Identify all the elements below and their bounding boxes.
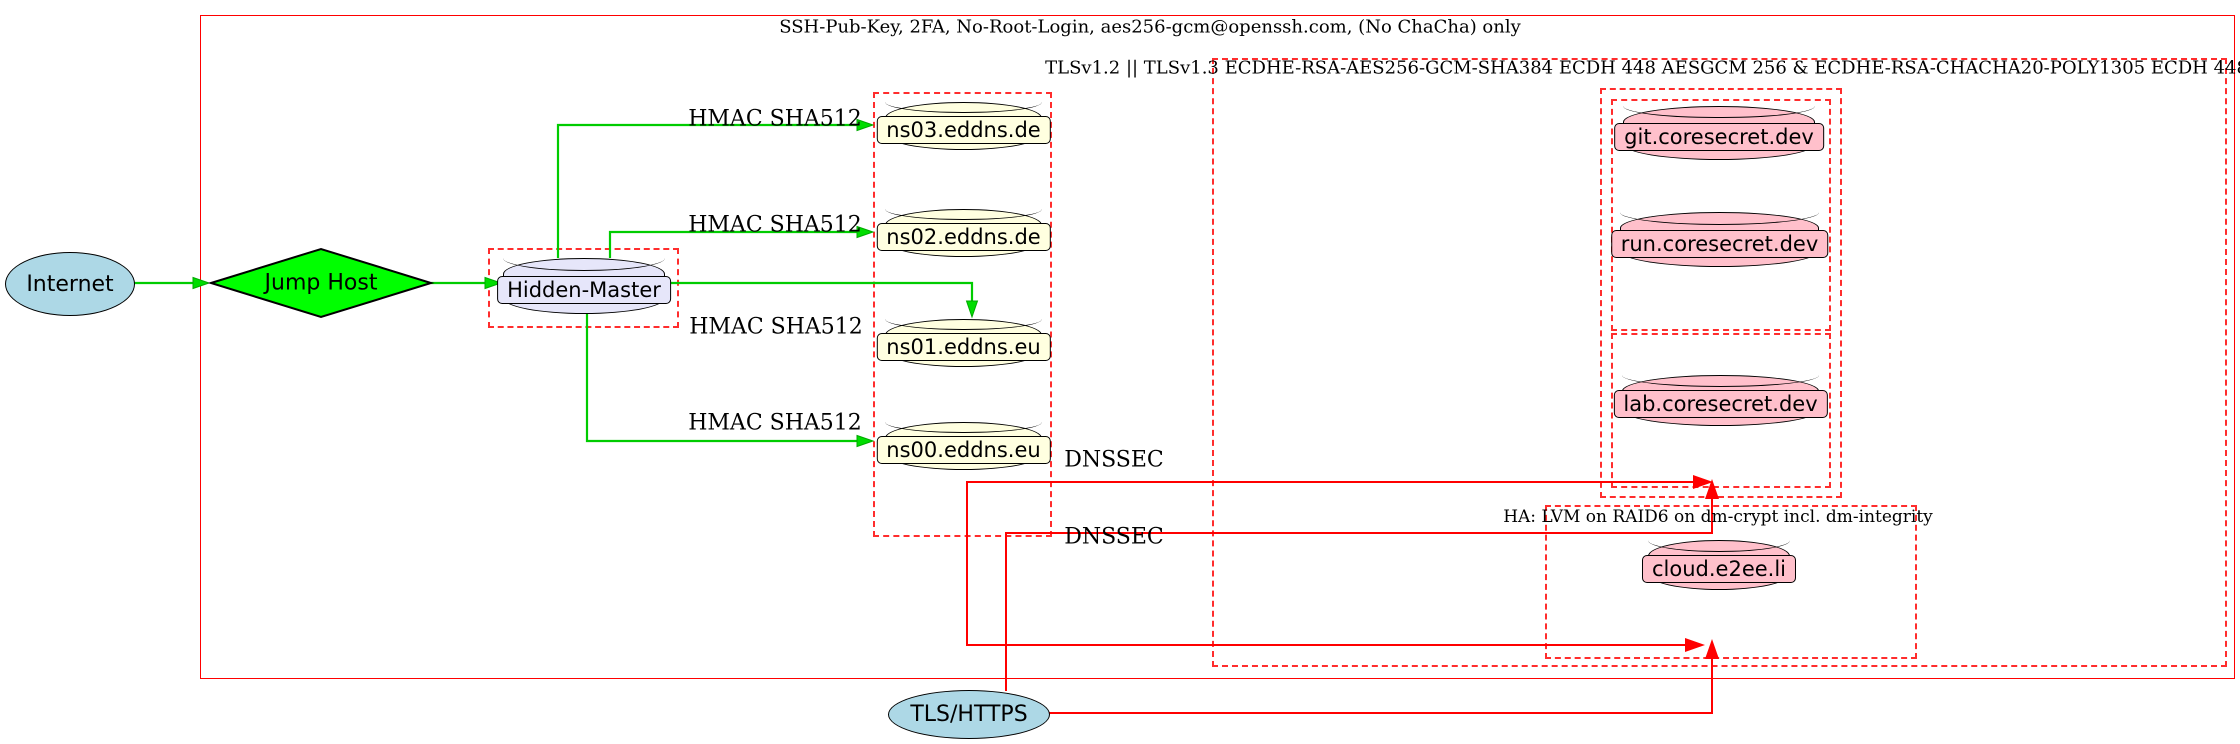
edge-hiddenmaster-ns03 [556, 123, 857, 258]
tls-https-label: TLS/HTTPS [910, 702, 1028, 727]
ns01-node: ns01.eddns.eu [876, 319, 1051, 367]
cloud-label: cloud.e2ee.li [1641, 554, 1797, 583]
hmac-label-ns03: HMAC SHA512 [688, 106, 862, 132]
run-node: run.coresecret.dev [1610, 212, 1829, 267]
dnssec-label-ha: DNSSEC [1064, 524, 1164, 550]
edge-hiddenmaster-ns01 [663, 281, 974, 301]
tls-cluster-label: TLSv1.2 || TLSv1.3 ECDHE-RSA-AES256-GCM-… [1045, 57, 2240, 79]
ha-cluster-label: HA: LVM on RAID6 on dm-crypt incl. dm-in… [1503, 507, 1933, 527]
ssh-cluster-label: SSH-Pub-Key, 2FA, No-Root-Login, aes256-… [779, 16, 1521, 38]
lab-node: lab.coresecret.dev [1613, 375, 1828, 426]
hmac-label-ns02: HMAC SHA512 [688, 212, 862, 238]
arrowhead-internet-jumphost [192, 276, 211, 290]
ns03-label: ns03.eddns.de [876, 115, 1051, 144]
arrowhead-dnssec-coresecret [1693, 475, 1713, 489]
git-node: git.coresecret.dev [1614, 106, 1824, 160]
edge-tls-coresecret [1005, 499, 1713, 691]
ns01-label: ns01.eddns.eu [876, 332, 1051, 361]
hidden-master-node: Hidden-Master [497, 258, 671, 314]
arrowhead-ns00 [856, 434, 875, 448]
arrowhead-dnssec-ha [1685, 638, 1705, 652]
ssh-cluster-box [200, 15, 2235, 679]
edge-hiddenmaster-ns00 [585, 312, 857, 443]
edge-hiddenmaster-ns02 [608, 230, 857, 258]
lab-label: lab.coresecret.dev [1613, 390, 1828, 419]
eddns-cluster-box [873, 92, 1052, 537]
arrowhead-ns03 [856, 118, 875, 132]
coresecret-lab-box [1611, 333, 1831, 488]
jump-host-label: Jump Host [264, 270, 378, 296]
ns00-node: ns00.eddns.eu [876, 422, 1051, 470]
tls-cluster-box [1212, 58, 2227, 667]
arrowhead-tls-ha [1705, 639, 1719, 659]
ns02-label: ns02.eddns.de [876, 222, 1051, 251]
hmac-label-ns01: HMAC SHA512 [689, 314, 863, 340]
coresecret-gitrun-box [1611, 99, 1831, 331]
internet-label: Internet [26, 271, 114, 297]
arrowhead-tls-coresecret [1705, 479, 1719, 499]
edge-tls-ha [1048, 659, 1713, 714]
cloud-node: cloud.e2ee.li [1641, 540, 1797, 590]
edge-dnssec-coresecret [966, 481, 1693, 533]
arrowhead-jumphost-hiddenmaster [484, 276, 503, 290]
run-label: run.coresecret.dev [1610, 229, 1829, 258]
hidden-master-box [488, 248, 679, 328]
tls-https-node: TLS/HTTPS [888, 690, 1050, 739]
ns03-node: ns03.eddns.de [876, 102, 1051, 150]
internet-node: Internet [5, 252, 135, 316]
dnssec-label-coresecret: DNSSEC [1064, 447, 1164, 473]
hmac-label-ns00: HMAC SHA512 [688, 410, 862, 436]
coresecret-outer-box [1600, 88, 1842, 498]
jump-host-diamond [207, 247, 435, 319]
ha-cluster-box [1545, 505, 1917, 659]
ns02-node: ns02.eddns.de [876, 209, 1051, 257]
ns00-label: ns00.eddns.eu [876, 435, 1051, 464]
arrowhead-ns02 [856, 225, 875, 239]
arrowhead-ns01 [965, 300, 979, 319]
git-label: git.coresecret.dev [1614, 123, 1824, 152]
edge-dnssec-ha [966, 533, 1685, 646]
hidden-master-label: Hidden-Master [497, 276, 671, 305]
